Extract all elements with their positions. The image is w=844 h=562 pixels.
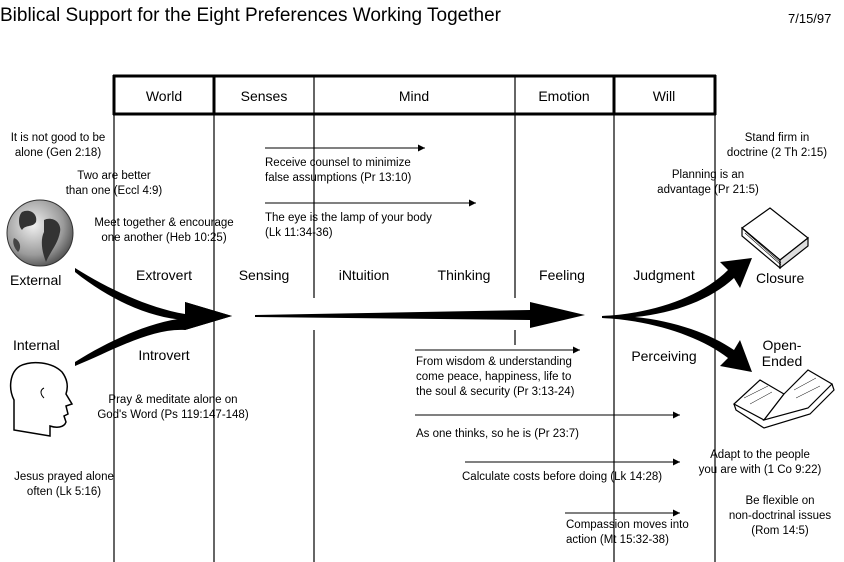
pref-introvert: Introvert [138,347,190,363]
note-line: Meet together & encourage [94,217,234,229]
open-ended-label-line1: Open- [762,337,802,353]
open-book-icon [732,369,835,429]
note-line: From wisdom & understanding [416,356,572,368]
header-frame [112,74,717,116]
pref-intuition: iNtuition [338,267,390,283]
note-line: Receive counsel to minimize [265,157,411,169]
header-mind: Mind [398,88,430,104]
note-line: Adapt to the people [710,449,810,461]
note-line: It is not good to be [10,132,106,144]
note-line: Two are better [77,170,151,182]
note-line: you are with (1 Co 9:22) [698,464,822,476]
note-not-good-alone: It is not good to be alone (Gen 2:18) [0,131,116,161]
note-line: false assumptions (Pr 13:10) [265,172,412,184]
mind-arrows [265,144,680,517]
note-line: come peace, happiness, life to [416,371,572,383]
open-ended-label-line2: Ended [761,353,803,369]
note-line: Calculate costs before doing (Lk 14:28) [462,471,663,483]
note-eye-lamp: The eye is the lamp of your body (Lk 11:… [265,211,432,241]
note-line: Stand firm in [744,132,810,144]
note-line: Compassion moves into [566,519,689,531]
pref-sensing: Sensing [238,267,290,283]
page-title: Biblical Support for the Eight Preferenc… [0,5,501,26]
note-line: Planning is an [671,169,745,181]
note-planning: Planning is an advantage (Pr 21:5) [640,168,776,198]
note-line: action (Mt 15:32-38) [566,534,669,546]
note-line: (Lk 11:34-36) [265,227,333,239]
note-receive-counsel: Receive counsel to minimize false assump… [265,156,411,186]
column-lines [113,115,716,562]
note-line: than one (Eccl 4:9) [65,185,163,197]
note-be-flexible: Be flexible on non-doctrinal issues (Rom… [720,494,840,539]
note-line: non-doctrinal issues [728,510,832,522]
note-line: the soul & security (Pr 3:13-24) [416,386,575,398]
center-flow-arrow [255,302,585,328]
date-label: 7/15/97 [788,11,832,26]
note-wisdom: From wisdom & understanding come peace, … [416,355,575,400]
note-line: doctrine (2 Th 2:15) [726,147,828,159]
note-line: Pray & meditate alone on [108,394,238,406]
note-pray-meditate: Pray & meditate alone on God's Word (Ps … [88,393,258,423]
note-line: God's Word (Ps 119:147-148) [97,409,249,421]
pref-judgment: Judgment [633,267,695,283]
flow-arrows [75,258,752,372]
internal-label: Internal [13,337,60,353]
header-emotion: Emotion [538,88,590,104]
header-will: Will [652,88,676,104]
note-jesus-prayed: Jesus prayed alone often (Lk 5:16) [4,470,124,500]
header-world: World [145,88,183,104]
note-stand-firm: Stand firm in doctrine (2 Th 2:15) [714,131,840,161]
open-ended-flow-arrow [602,315,752,372]
note-meet-together: Meet together & encourage one another (H… [86,216,242,246]
pref-extrovert: Extrovert [135,267,192,283]
note-line: often (Lk 5:16) [26,486,102,498]
internal-flow-arrow [75,302,232,366]
header-senses: Senses [240,88,288,104]
note-line: advantage (Pr 21:5) [657,184,759,196]
pref-perceiving: Perceiving [631,348,697,364]
external-label: External [10,272,62,288]
note-adapt: Adapt to the people you are with (1 Co 9… [680,448,840,478]
head-icon [9,361,74,437]
note-line: one another (Heb 10:25) [101,232,227,244]
note-line: (Rom 14:5) [751,525,809,537]
note-compassion: Compassion moves into action (Mt 15:32-3… [566,518,689,548]
pref-feeling: Feeling [539,267,585,283]
note-two-better: Two are better than one (Eccl 4:9) [56,169,172,199]
note-line: Be flexible on [745,495,815,507]
note-calculate-costs: Calculate costs before doing (Lk 14:28) [462,470,662,485]
closure-flow-arrow [602,258,752,319]
pref-thinking: Thinking [437,267,491,283]
note-line: As one thinks, so he is (Pr 23:7) [416,428,579,440]
note-line: Jesus prayed alone [14,471,114,483]
note-line: The eye is the lamp of your body [265,212,432,224]
note-as-one-thinks: As one thinks, so he is (Pr 23:7) [416,427,579,442]
note-line: alone (Gen 2:18) [14,147,102,159]
closure-label: Closure [756,270,805,286]
closed-book-icon [741,207,809,270]
globe-icon [6,199,74,267]
